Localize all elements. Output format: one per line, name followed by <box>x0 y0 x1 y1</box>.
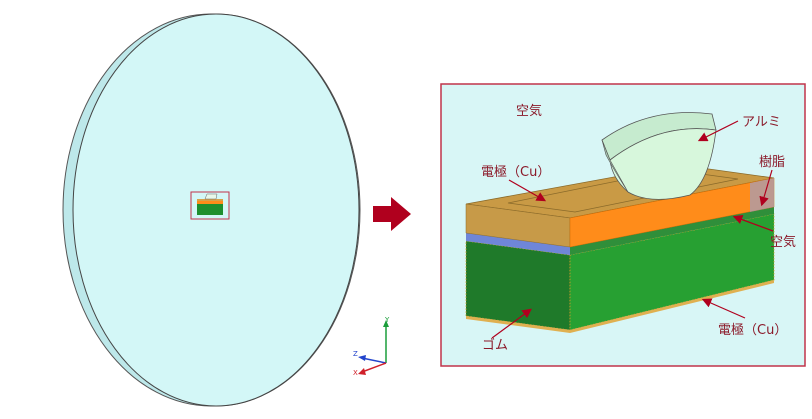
insulator-front <box>466 233 570 255</box>
leader-aluminum <box>697 120 739 142</box>
label-aluminum: アルミ <box>742 115 781 130</box>
model-thumbnail <box>190 191 230 220</box>
axis-label-z: Z <box>353 350 358 358</box>
axis-label-y: Y <box>385 316 390 324</box>
rubber-front <box>465 240 571 331</box>
highlight-frame <box>190 191 230 220</box>
leader-air-side <box>732 214 774 232</box>
label-air-top: 空気 <box>516 104 543 119</box>
aluminum-rim <box>601 139 629 193</box>
axis-triad <box>358 320 389 375</box>
label-electrode-top: 電極（Cu） <box>481 165 551 180</box>
leader-resin <box>759 169 773 207</box>
label-air-side: 空気 <box>770 235 797 250</box>
aluminum-curved-body <box>609 128 717 200</box>
label-resin: 樹脂 <box>759 155 786 170</box>
x-axis-line <box>361 362 387 373</box>
resin-side-strip <box>750 178 774 212</box>
thumb-rubber <box>197 203 223 215</box>
leader-electrode-bottom <box>701 298 746 319</box>
leader-electrode-top <box>508 179 547 202</box>
big-arrow <box>373 197 411 231</box>
label-rubber: ゴム <box>482 338 509 353</box>
aluminum-dome <box>601 112 717 200</box>
z-axis-arrowhead <box>358 355 366 361</box>
y-axis-arrowhead <box>383 320 389 327</box>
thumb-aluminum <box>204 193 218 200</box>
thumb-resin <box>197 201 223 204</box>
electrode-inner-outline <box>507 169 739 213</box>
insulator-side <box>570 207 774 255</box>
detail-panel <box>440 83 806 367</box>
right-arrow-icon <box>373 197 411 231</box>
axis-label-x: X <box>353 369 358 377</box>
leader-rubber <box>491 308 532 339</box>
thumb-electrode <box>197 199 223 201</box>
label-electrode-bottom: 電極（Cu） <box>718 323 788 338</box>
z-axis-line <box>361 357 387 364</box>
x-axis-arrowhead <box>358 368 366 375</box>
